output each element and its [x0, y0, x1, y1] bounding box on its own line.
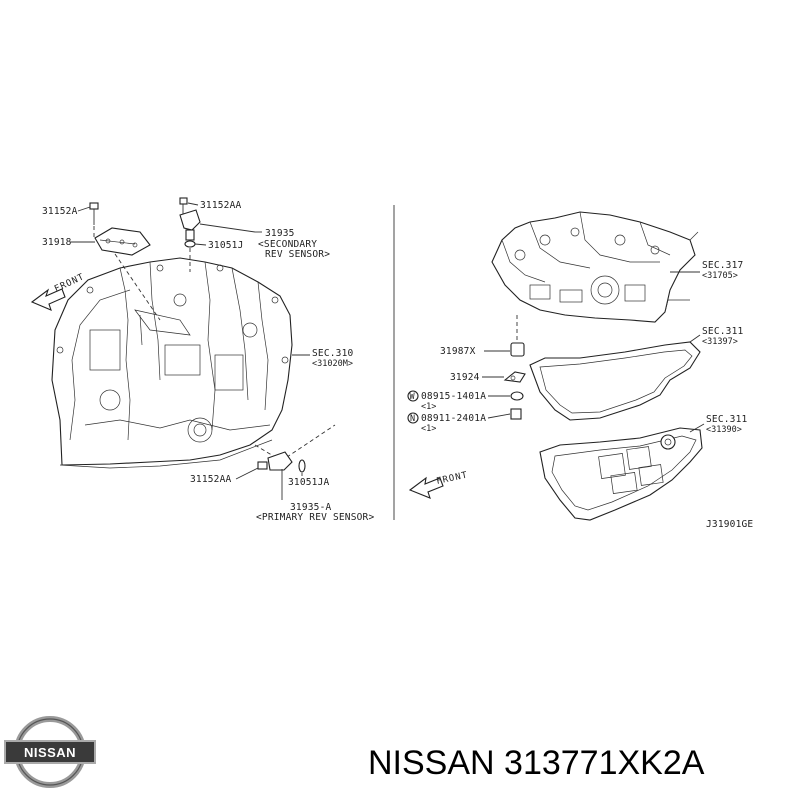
control-unit-31918: [94, 227, 151, 256]
label-bolt2: 08911-2401A: [421, 413, 486, 424]
label-31152AA-bottom: 31152AA: [190, 474, 232, 485]
oil-pan: [539, 427, 703, 521]
label-sec311b-sub: <31390>: [706, 425, 742, 435]
label-sec317-sub: <31705>: [702, 271, 738, 281]
label-sec311b: SEC.311: [706, 414, 748, 425]
label-bolt1-qty: <1>: [421, 402, 436, 412]
label-31152AA-top: 31152AA: [200, 200, 242, 211]
label-31935: 31935: [265, 228, 295, 239]
label-sec317: SEC.317: [702, 260, 743, 271]
label-secondary: <SECONDARY: [258, 239, 317, 250]
bolt1-symbol-icon: W: [410, 392, 416, 402]
small-parts: [482, 315, 526, 420]
control-valve-body: [491, 211, 699, 323]
oil-pan-gasket: [529, 341, 701, 421]
label-bolt2-qty: <1>: [421, 424, 436, 434]
transmission-assembly: [51, 257, 293, 469]
label-bolt1: 08915-1401A: [421, 391, 486, 402]
label-31051J: 31051J: [208, 240, 244, 251]
bolt-31152A: [89, 202, 99, 225]
label-sec311a-sub: <31397>: [702, 337, 738, 347]
label-sec310-sub: <31020M>: [312, 359, 353, 369]
bolt-31152AA-top: [179, 197, 188, 215]
front-arrow-right: FRONT: [408, 470, 469, 499]
bolt2-symbol-icon: N: [410, 414, 415, 424]
nissan-logo: NISSAN: [4, 716, 96, 788]
label-31924: 31924: [450, 372, 480, 383]
label-sec310: SEC.310: [312, 348, 354, 359]
label-31051JA: 31051JA: [288, 477, 330, 488]
label-31987X: 31987X: [440, 346, 476, 357]
label-sec311a: SEC.311: [702, 326, 744, 337]
label-31935A: 31935-A: [290, 502, 332, 513]
diagram-code: J31901GE: [706, 519, 753, 530]
front-label-right: FRONT: [436, 470, 469, 486]
primary-rev-sensor: [257, 451, 306, 473]
label-31918: 31918: [42, 237, 72, 248]
label-rev-sensor: REV SENSOR>: [265, 249, 330, 260]
label-primary-sensor: <PRIMARY REV SENSOR>: [256, 512, 374, 523]
secondary-rev-sensor: [179, 209, 201, 248]
label-31152A: 31152A: [42, 206, 78, 217]
page-title: NISSAN 313771XK2A: [368, 744, 705, 782]
logo-text: NISSAN: [24, 745, 76, 760]
